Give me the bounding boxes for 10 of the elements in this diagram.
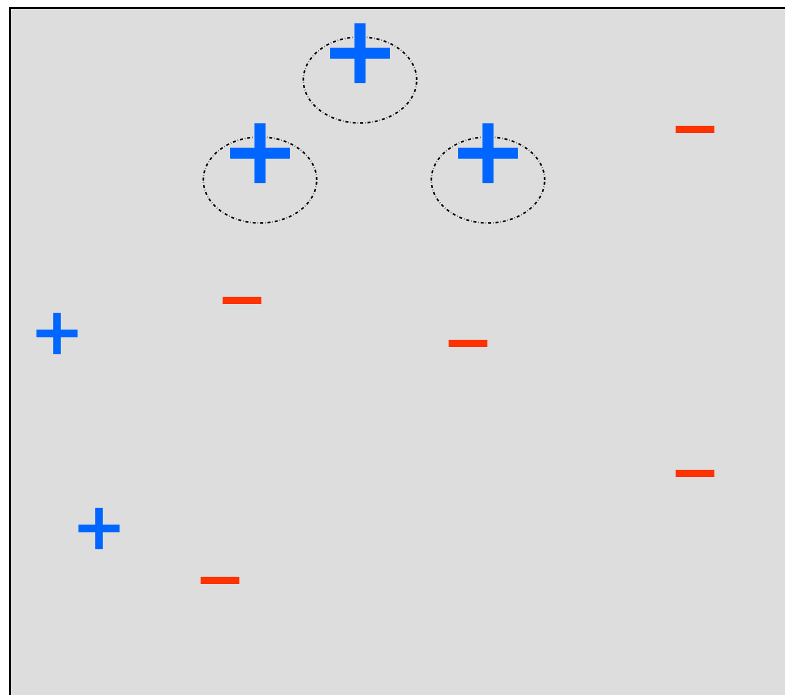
circled-plus-sign: + [202, 123, 318, 224]
minus-sign: − [222, 296, 262, 304]
plus-sign: + [78, 508, 120, 550]
minus-sign: − [676, 470, 714, 477]
minus-sign: − [676, 126, 714, 133]
minus-sign: − [200, 576, 240, 584]
plus-sign: + [36, 312, 78, 354]
circled-plus-sign: + [302, 23, 418, 124]
circled-plus-sign: + [430, 123, 546, 224]
minus-sign: − [448, 340, 488, 347]
